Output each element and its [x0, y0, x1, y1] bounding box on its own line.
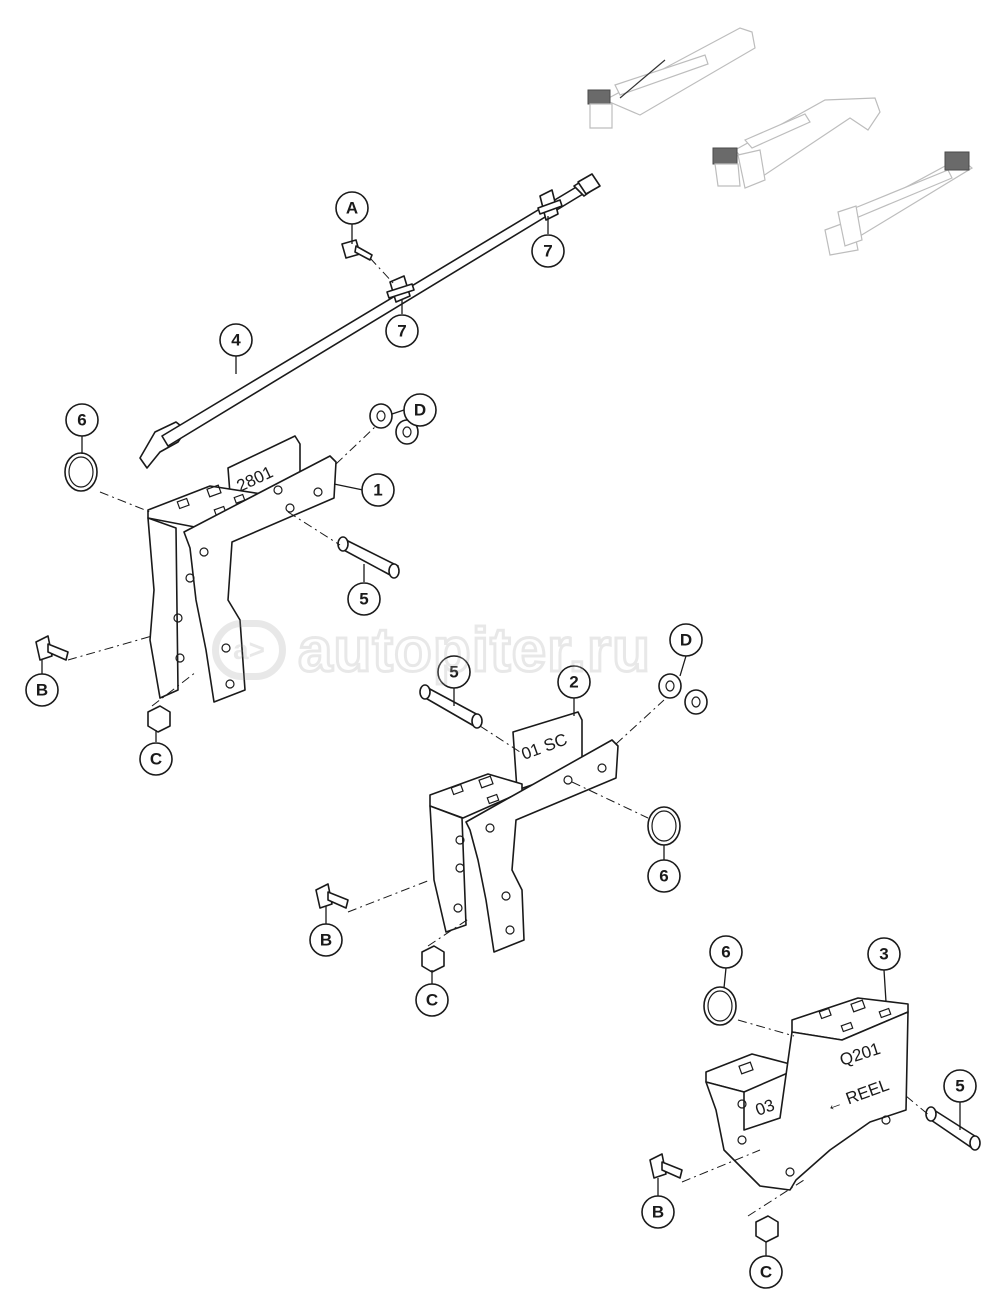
- o-ring-upper: [64, 452, 98, 492]
- locator-thumbnail: [587, 27, 974, 256]
- svg-text:B: B: [36, 681, 48, 700]
- bolt-a: [341, 239, 396, 286]
- svg-text:D: D: [414, 401, 426, 420]
- svg-text:5: 5: [449, 663, 458, 682]
- svg-text:2: 2: [569, 673, 578, 692]
- pin-upper: [337, 536, 400, 579]
- svg-text:5: 5: [955, 1077, 964, 1096]
- svg-text:7: 7: [397, 322, 406, 341]
- callout-6-upper: 6: [65, 403, 99, 437]
- callout-c-middle: C: [415, 983, 449, 1017]
- callout-2: 2: [557, 665, 591, 699]
- nut-c-upper: [147, 705, 171, 733]
- svg-text:C: C: [150, 750, 162, 769]
- callout-c-upper: C: [139, 742, 173, 776]
- callout-6-middle: 6: [647, 859, 681, 893]
- callout-d-lower: D: [669, 623, 703, 657]
- callout-7-right: 7: [531, 234, 565, 268]
- callout-b-upper: B: [25, 673, 59, 707]
- pin-lower: [925, 1106, 981, 1151]
- callout-5-upper: 5: [347, 582, 381, 616]
- adjustment-rod: [139, 173, 601, 469]
- nut-c-middle: [421, 945, 445, 973]
- bracket-2: 01 SC: [429, 711, 619, 953]
- svg-text:C: C: [426, 991, 438, 1010]
- svg-text:A: A: [346, 199, 358, 218]
- svg-text:B: B: [320, 931, 332, 950]
- callout-1: 1: [361, 473, 395, 507]
- callout-a: A: [335, 191, 369, 225]
- bolt-b-upper: [35, 635, 69, 661]
- callout-6-lower: 6: [709, 935, 743, 969]
- leader-lines: [41, 216, 961, 1256]
- callout-c-lower: C: [749, 1255, 783, 1289]
- svg-text:1: 1: [373, 481, 382, 500]
- o-ring-middle: [647, 806, 681, 846]
- svg-text:6: 6: [659, 867, 668, 886]
- spacer-d-lower: [658, 673, 708, 715]
- svg-text:5: 5: [359, 590, 368, 609]
- bracket-1: 2801: [147, 435, 337, 703]
- callout-d-upper: D: [403, 393, 437, 427]
- svg-text:7: 7: [543, 242, 552, 261]
- svg-text:C: C: [760, 1263, 772, 1282]
- svg-text:6: 6: [721, 943, 730, 962]
- callout-5-middle: 5: [437, 655, 471, 689]
- nut-c-lower: [755, 1215, 779, 1243]
- callout-4: 4: [219, 323, 253, 357]
- svg-text:4: 4: [231, 331, 241, 350]
- bolt-b-middle: [315, 883, 349, 909]
- svg-text:6: 6: [77, 411, 86, 430]
- callout-b-lower: B: [641, 1195, 675, 1229]
- callout-3: 3: [867, 937, 901, 971]
- callout-b-middle: B: [309, 923, 343, 957]
- pin-middle: [419, 684, 483, 729]
- callout-5-lower: 5: [943, 1069, 977, 1103]
- svg-text:D: D: [680, 631, 692, 650]
- rod-clip: [386, 189, 563, 303]
- bracket-3-stamp-side: 03: [753, 1095, 777, 1119]
- bracket-3: Q201 ← REEL 03: [705, 997, 909, 1191]
- bolt-b-lower: [649, 1153, 683, 1179]
- svg-text:B: B: [652, 1203, 664, 1222]
- svg-text:3: 3: [879, 945, 888, 964]
- o-ring-lower: [703, 986, 737, 1026]
- callout-7-left: 7: [385, 314, 419, 348]
